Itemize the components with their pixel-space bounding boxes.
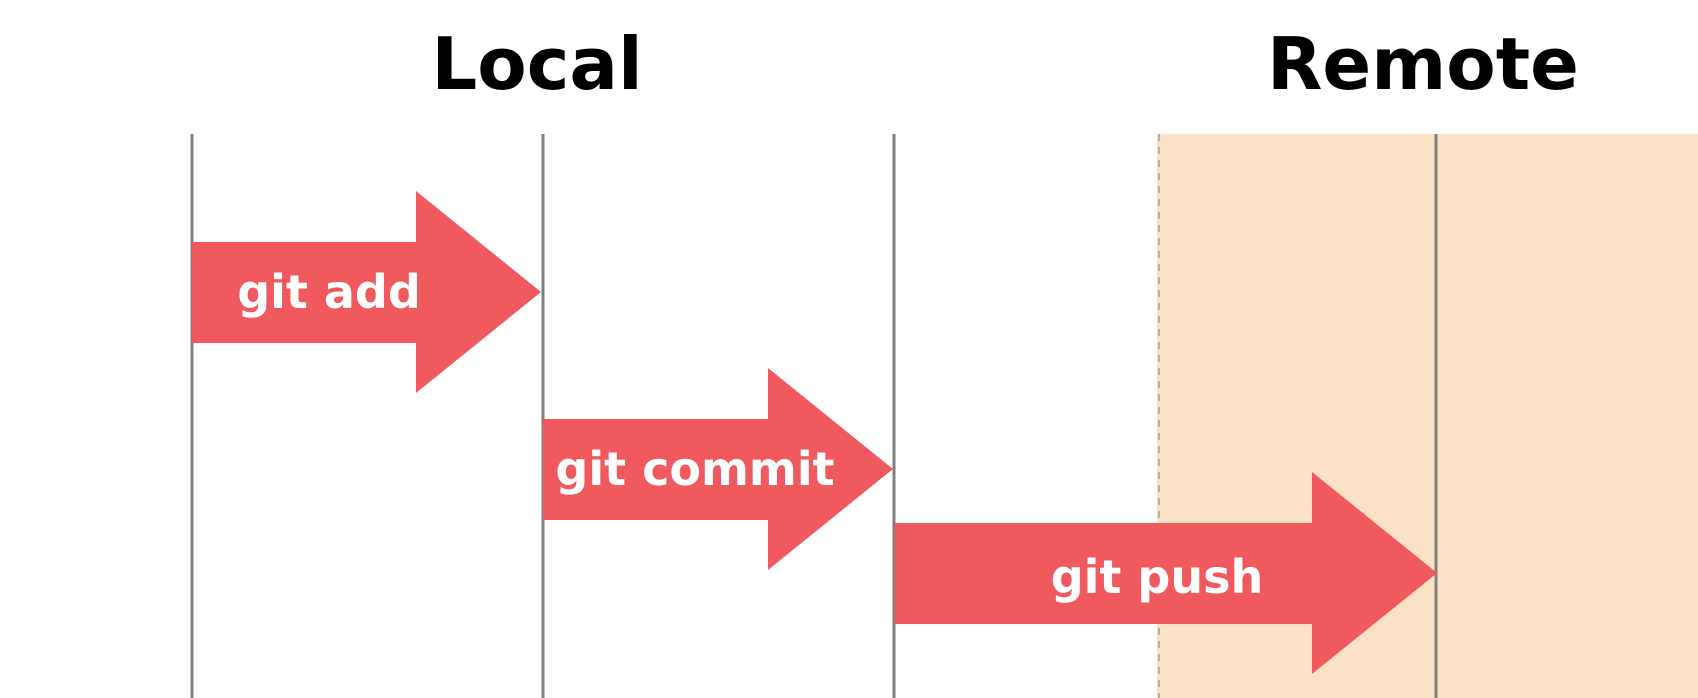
git-push-label: git push — [1051, 550, 1264, 604]
git-commit-label: git commit — [555, 442, 834, 496]
git-add-label: git add — [237, 265, 421, 319]
git-commit-arrow-shape — [543, 368, 893, 570]
git-push-arrow-shape — [895, 472, 1437, 674]
remote-heading: Remote — [1267, 22, 1579, 106]
git-push-arrow: git push — [895, 472, 1437, 674]
git-add-arrow: git add — [192, 191, 541, 393]
git-add-arrow-shape — [192, 191, 541, 393]
git-commit-arrow: git commit — [543, 368, 893, 570]
local-heading: Local — [431, 22, 642, 106]
